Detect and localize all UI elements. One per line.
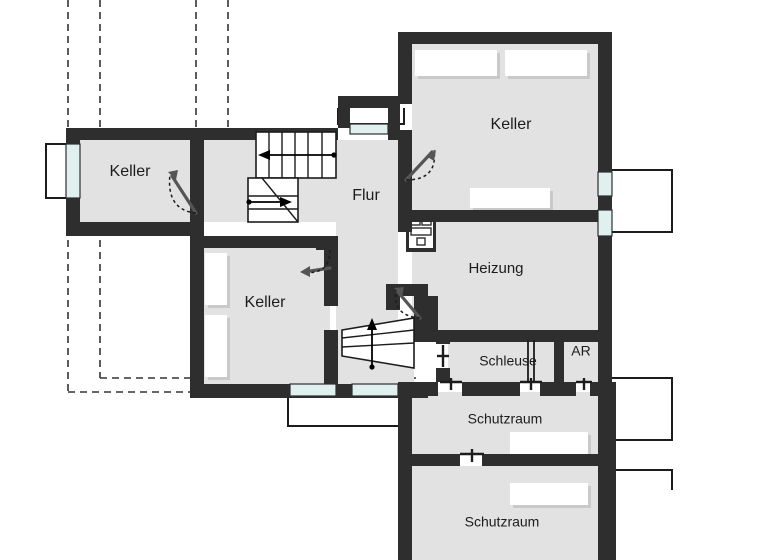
room-label-schutzraum-lower: Schutzraum — [465, 514, 540, 530]
room-label-schutzraum-upper: Schutzraum — [468, 411, 543, 427]
wall-schleuse-ar-top — [554, 330, 564, 342]
fixtures — [205, 50, 591, 508]
fill-keller-top-left — [80, 140, 190, 222]
shelf — [205, 315, 227, 377]
shelf — [205, 253, 227, 305]
staircase-down — [341, 317, 415, 370]
wall-top-rightblock — [398, 32, 612, 44]
window-right-upper — [597, 171, 613, 197]
room-label-heizung: Heizung — [468, 260, 523, 277]
wall-left-schutz-lower — [398, 466, 412, 560]
window-right-lower — [597, 209, 613, 237]
window-top-flur — [349, 123, 389, 135]
wall-left-upper-a — [66, 128, 80, 144]
wall-keller-heizung — [412, 210, 612, 222]
room-label-keller-mid-left: Keller — [245, 294, 287, 311]
wall-top-flur-offset — [338, 96, 400, 108]
wall-shelter-right-thick — [606, 382, 616, 560]
wall-right-ar — [598, 336, 612, 382]
wall-schutz-div-a — [398, 454, 460, 466]
room-label-ar: AR — [571, 343, 590, 359]
schleuse-blast-door — [527, 340, 535, 382]
room-label-keller-top-right: Keller — [491, 116, 533, 133]
window-left — [65, 143, 81, 199]
lightwell-right-upper — [612, 169, 673, 233]
walls — [66, 32, 616, 560]
wall-left-rightblock-a — [398, 32, 412, 104]
lightwell-right-lower — [612, 377, 673, 441]
wall-right-mid — [598, 236, 612, 340]
wall-schleuse-ar — [554, 336, 564, 382]
lightwell-right-schutz — [612, 469, 673, 490]
room-fills — [80, 44, 606, 560]
wall-bottom-keller-tl — [66, 222, 204, 236]
fill-flur-lower — [336, 222, 398, 330]
room-label-schleuse: Schleuse — [479, 353, 537, 369]
door-flur-stair — [394, 287, 422, 320]
door-keller-top-right — [404, 149, 436, 182]
room-label-keller-top-left: Keller — [110, 163, 152, 180]
windows — [65, 123, 613, 397]
shelf — [510, 483, 588, 505]
shelf — [470, 188, 550, 208]
wall-flur-jog-left — [338, 96, 350, 128]
wall-vert-keller-tl — [190, 128, 204, 236]
wall-vert-midkeller-a — [324, 236, 338, 306]
fill-heizung — [412, 222, 602, 330]
wall-left-schutz-upper — [398, 382, 412, 466]
shelter-door-symbols — [437, 345, 592, 462]
door-keller-top-left — [168, 170, 198, 215]
wall-top-midkeller — [204, 236, 324, 248]
wall-schutz-top-c — [540, 382, 576, 396]
wall-heizung-bottom — [448, 330, 612, 342]
window-bottom-a — [289, 383, 337, 397]
room-label-flur: Flur — [352, 187, 380, 204]
wall-corner-midkeller — [190, 236, 204, 250]
wall-flur-jog-right — [388, 96, 400, 140]
fill-schleuse — [448, 340, 554, 382]
shelf — [510, 432, 588, 454]
wall-schutz-div-b — [482, 454, 612, 466]
wall-schutz-top-b — [462, 382, 520, 396]
staircase-up — [246, 131, 337, 223]
wall-left-midkeller — [190, 236, 204, 398]
wall-schleuse-corner-a — [436, 330, 450, 344]
shelf — [505, 50, 587, 76]
wall-pocket-left — [428, 296, 438, 342]
wall-right-upper-a — [598, 32, 612, 172]
doors — [168, 149, 436, 320]
wall-top-leftblock — [66, 128, 204, 140]
fill-schutzraum-lower — [412, 466, 606, 560]
wall-vert-midkeller-b — [324, 330, 338, 398]
shelf-bodies — [205, 50, 588, 505]
shelf — [415, 50, 497, 76]
window-bottom-b — [351, 383, 399, 397]
wall-schleuse-corner-b — [436, 368, 450, 382]
door-keller-mid-left — [300, 249, 332, 277]
